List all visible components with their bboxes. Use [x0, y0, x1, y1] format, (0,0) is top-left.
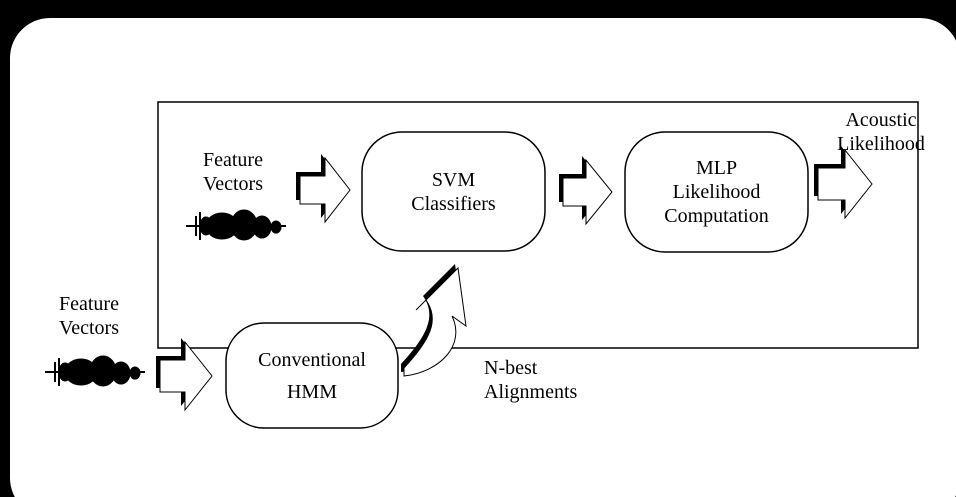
conventional-hmm-node	[225, 322, 399, 429]
arrow-hmm-to-svm	[401, 264, 467, 377]
arrow-features-to-svm	[296, 154, 351, 224]
diagram-box	[157, 101, 919, 349]
arrow-features-to-hmm	[156, 338, 213, 412]
frame-panel	[10, 18, 956, 497]
waveform-icon-bottom	[45, 355, 145, 387]
svm-classifiers-node	[361, 131, 546, 252]
arrow-svm-to-mlp	[559, 156, 613, 226]
arrow-mlp-output	[814, 146, 873, 220]
mlp-likelihood-node	[624, 131, 809, 253]
waveform-icon-top	[186, 209, 286, 241]
